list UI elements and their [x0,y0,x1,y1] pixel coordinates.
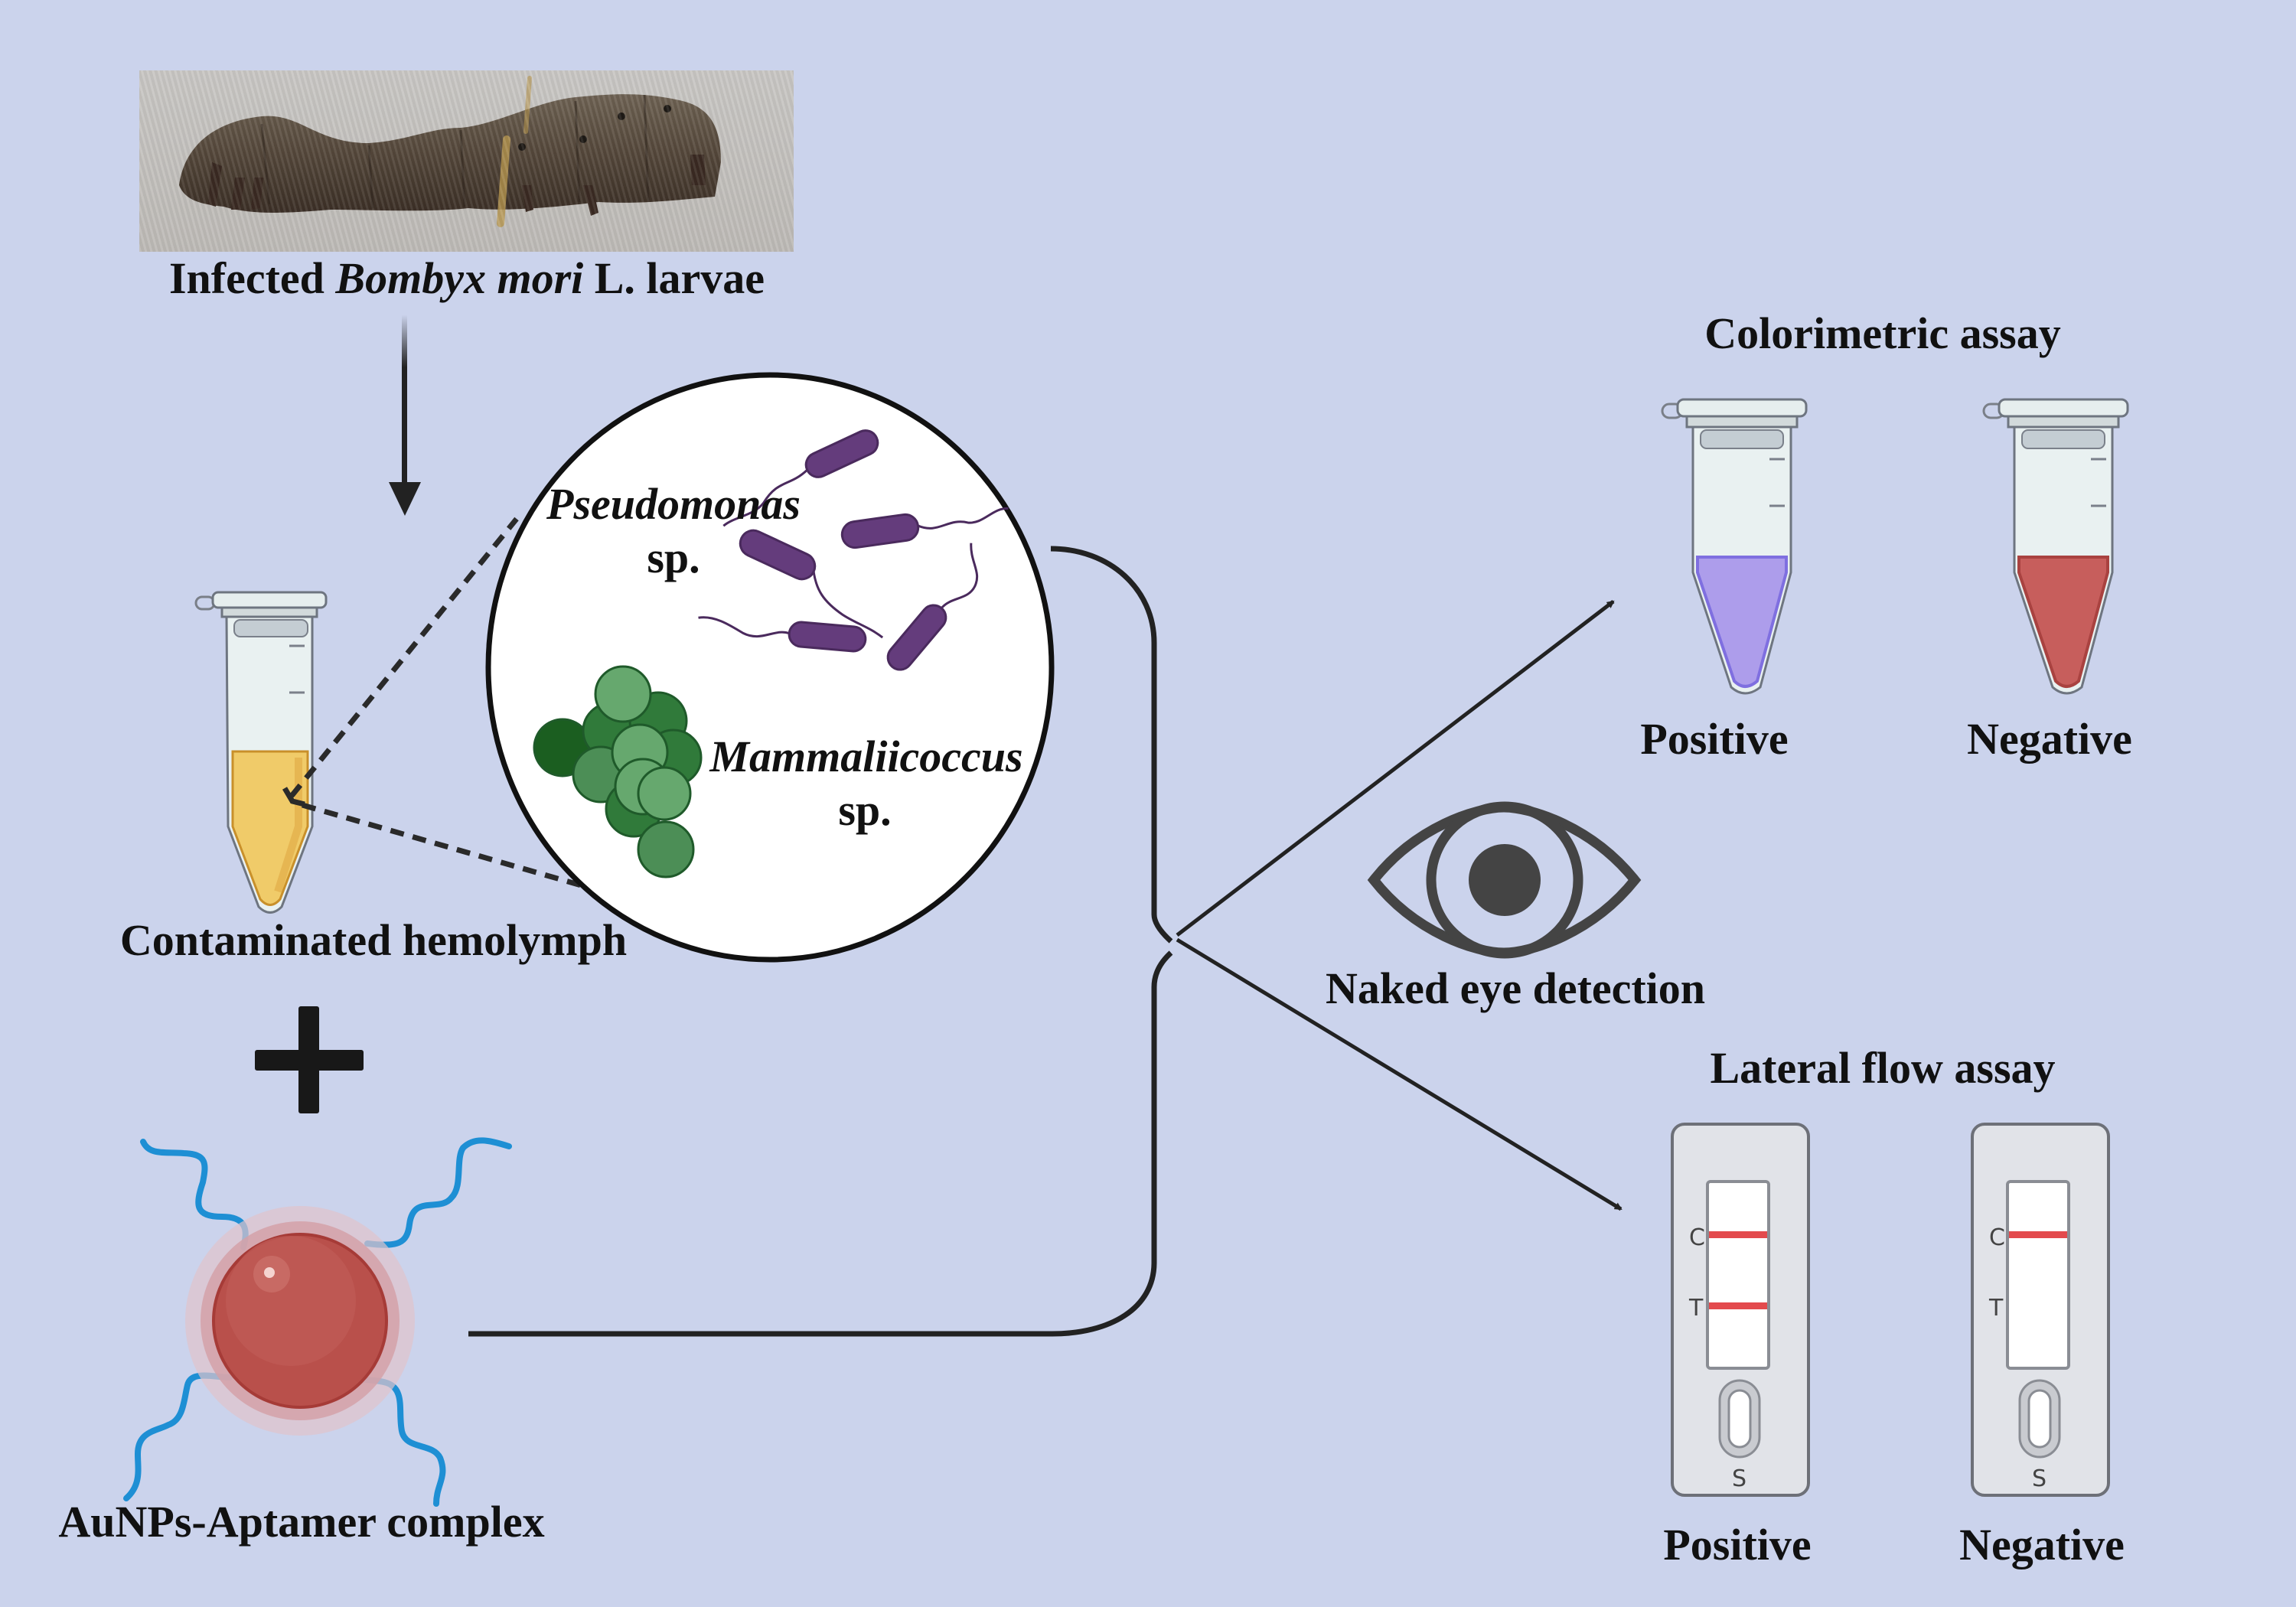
colorimetric-tube-negative [1982,398,2129,695]
test-mark: T [1988,1295,2004,1322]
aunp-aptamer-label: AuNPs-Aptamer complex [58,1497,545,1547]
lateral-flow-title: Lateral flow assay [1710,1043,2056,1093]
lateral-flow-negative-label: Negative [1959,1520,2125,1570]
bacteria-zoom-circle [485,372,1055,963]
solution-positive [1696,556,1788,688]
naked-eye-label: Naked eye detection [1325,963,1706,1013]
eye-icon [1367,801,1642,959]
lateral-flow-strip-positive: C T S [1671,1123,1810,1497]
control-mark: C [1689,1224,1705,1251]
control-line [2009,1231,2067,1238]
colorimetric-negative-label: Negative [1967,714,2132,764]
hemolymph-label: Contaminated hemolymph [119,915,628,965]
mammaliicoccus-cells [533,665,703,878]
bracket-connector [468,546,1173,1337]
lateral-flow-positive-label: Positive [1663,1520,1812,1570]
arrow-to-lateral-flow [1176,937,1623,1211]
hemolymph-tube [194,591,328,914]
lateral-flow-strip-negative: C T S [1971,1123,2110,1497]
control-mark: C [1989,1224,2005,1251]
colorimetric-tube-positive [1661,398,1808,695]
species-name: Bombyx mori [335,253,584,303]
solution-negative [2017,556,2109,688]
aunp-aptamer-complex [123,1137,512,1507]
larvae-label: Infected Bombyx mori L. larvae [169,256,765,301]
larvae-label-suffix: L. larvae [583,253,765,303]
colorimetric-positive-label: Positive [1640,714,1789,764]
colorimetric-title: Colorimetric assay [1704,308,2061,358]
test-line [1709,1302,1767,1309]
plus-icon [255,1006,364,1113]
mammaliicoccus-name: Mammaliicoccus [709,732,1023,781]
larvae-label-prefix: Infected [168,253,336,303]
mammaliicoccus-sp: sp. [838,785,892,835]
result-window [1706,1180,1770,1370]
arrow-to-colorimetric [1176,600,1615,937]
pseudomonas-sp: sp. [647,533,700,582]
pseudomonas-name: Pseudomonas [546,479,801,529]
zoom-lines [282,517,590,891]
sample-mark: S [2032,1465,2047,1492]
control-line [1709,1231,1767,1238]
larva-photo [139,70,794,252]
test-mark: T [1688,1295,1704,1322]
down-arrow [389,315,421,516]
result-window [2006,1180,2070,1370]
larva-illustration [179,76,721,227]
colorimetric-tubes [1661,398,2129,695]
sample-mark: S [1732,1465,1746,1492]
pseudomonas-cells [698,429,1009,671]
lateral-flow-strips: C T S C T S [1671,1123,2110,1497]
output-arrows [1176,600,1623,1211]
